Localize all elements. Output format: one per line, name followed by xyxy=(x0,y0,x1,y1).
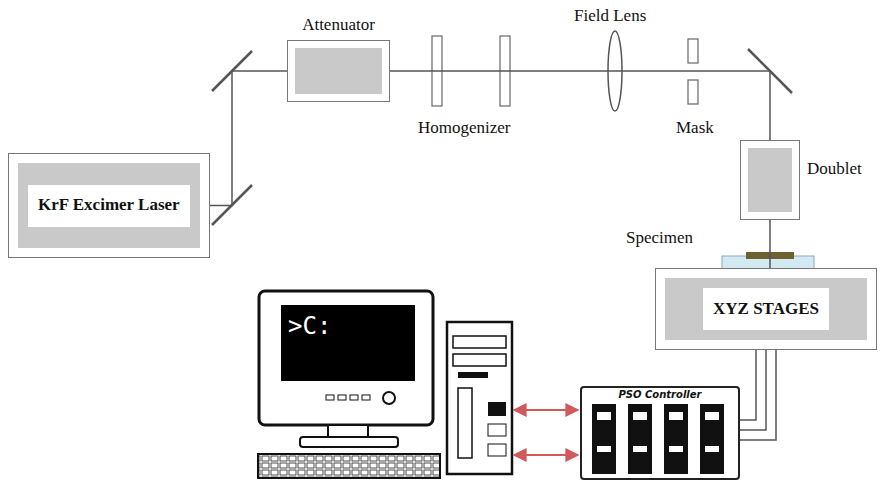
inner-panel: KrF Excimer Laser xyxy=(18,163,200,248)
stage-box: XYZ STAGES xyxy=(655,268,877,350)
monitor-neck xyxy=(328,425,368,437)
optic-fill xyxy=(748,148,792,212)
connector-line xyxy=(740,350,776,440)
tower-port xyxy=(488,444,506,456)
node-label: Attenuator xyxy=(302,15,375,35)
node-label: KrF Excimer Laser xyxy=(38,195,180,215)
controller-box: PSO Controller xyxy=(580,386,740,480)
part-label: Homogenizer xyxy=(418,118,511,138)
connector-line xyxy=(769,220,771,268)
node-label: XYZ STAGES xyxy=(713,299,819,319)
controller-modules xyxy=(592,404,724,474)
drive-slot xyxy=(458,372,488,378)
beam-or-wire xyxy=(770,220,771,268)
connector-line xyxy=(210,71,287,206)
monitor-screen xyxy=(281,305,415,381)
node-label: Doublet xyxy=(807,159,862,179)
tower-port xyxy=(488,402,506,416)
monitor-button xyxy=(338,395,346,400)
monitor-button xyxy=(350,395,358,400)
part-label: Mask xyxy=(676,118,714,138)
tower-panel xyxy=(458,388,472,458)
connector-line xyxy=(740,350,766,430)
laser-box: KrF Excimer Laser xyxy=(8,153,210,258)
beam-or-wire xyxy=(740,350,776,440)
monitor-base xyxy=(300,437,398,447)
optic-fill xyxy=(295,48,382,94)
drive-bay xyxy=(453,336,506,348)
signal-arrow xyxy=(514,410,578,411)
monitor-button xyxy=(326,395,334,400)
doublet-box: Doublet xyxy=(740,140,800,220)
beam-or-wire xyxy=(390,71,770,140)
connector-line xyxy=(740,350,756,420)
part-label: Specimen xyxy=(626,228,693,248)
monitor-knob xyxy=(383,392,395,404)
arrow-line xyxy=(514,409,578,411)
attenuator-box: Attenuator xyxy=(287,40,390,102)
signal-arrow xyxy=(514,455,578,456)
tower-port xyxy=(488,424,506,436)
label-plate: XYZ STAGES xyxy=(703,288,829,330)
part-label: Field Lens xyxy=(574,6,646,26)
beam-or-wire xyxy=(210,71,287,206)
inner-panel: XYZ STAGES xyxy=(665,278,867,340)
drive-bay xyxy=(453,354,506,366)
connector-line xyxy=(390,71,770,140)
pc-tower xyxy=(447,322,512,474)
node-label: PSO Controller xyxy=(582,389,738,401)
computer: >C: xyxy=(258,290,512,475)
monitor xyxy=(259,291,433,425)
monitor-button xyxy=(362,395,370,400)
keyboard xyxy=(258,454,440,478)
mask-plate xyxy=(688,80,698,104)
arrow-line xyxy=(514,454,578,456)
mask-plate xyxy=(688,39,698,63)
screen-prompt: >C: xyxy=(288,312,331,341)
label-plate: KrF Excimer Laser xyxy=(28,185,190,227)
